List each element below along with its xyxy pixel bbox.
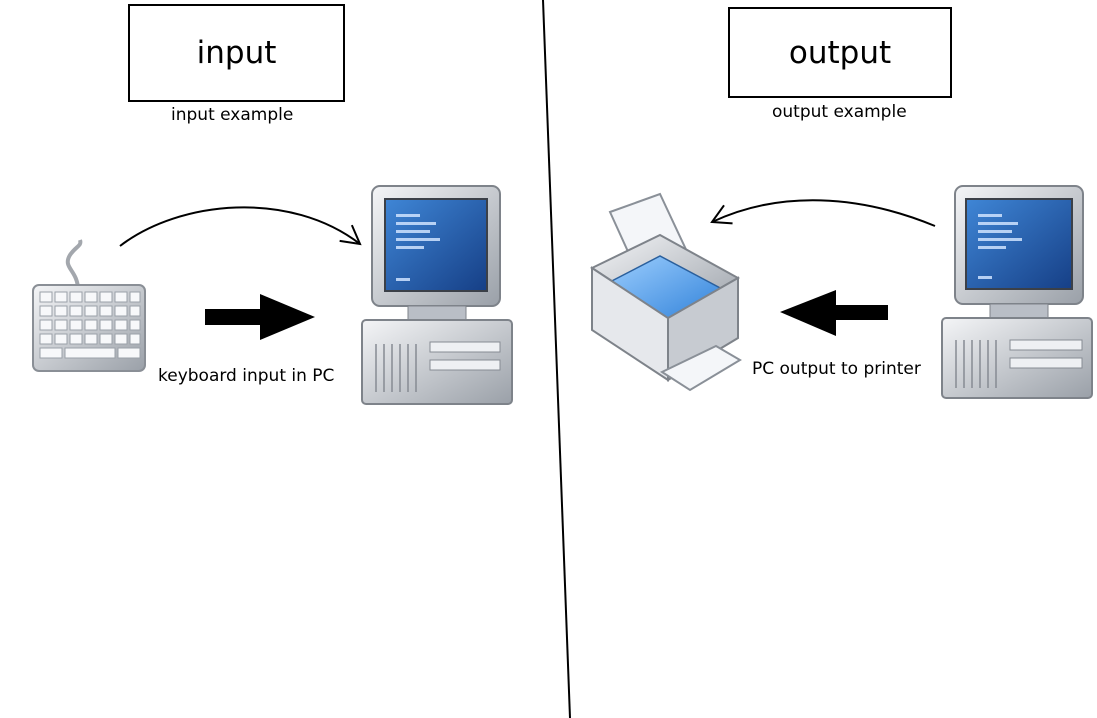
left-arrow-icon [780,290,888,336]
curved-flow-arrow-input [119,206,362,247]
right-arrow-icon [205,294,315,340]
curved-flow-arrow-output [710,199,936,227]
output-caption: output example [772,102,907,122]
keyboard-icon [32,239,146,372]
printer-icon [589,192,742,392]
output-title-box: output [728,7,952,98]
output-flow-label: PC output to printer [752,359,921,379]
input-caption: input example [171,105,294,125]
panel-divider [542,0,571,718]
input-title: input [196,35,277,71]
computer-icon [361,185,513,405]
input-flow-label: keyboard input in PC [158,366,335,386]
output-title: output [788,34,892,71]
computer-icon [941,185,1093,399]
input-title-box: input [128,4,345,102]
